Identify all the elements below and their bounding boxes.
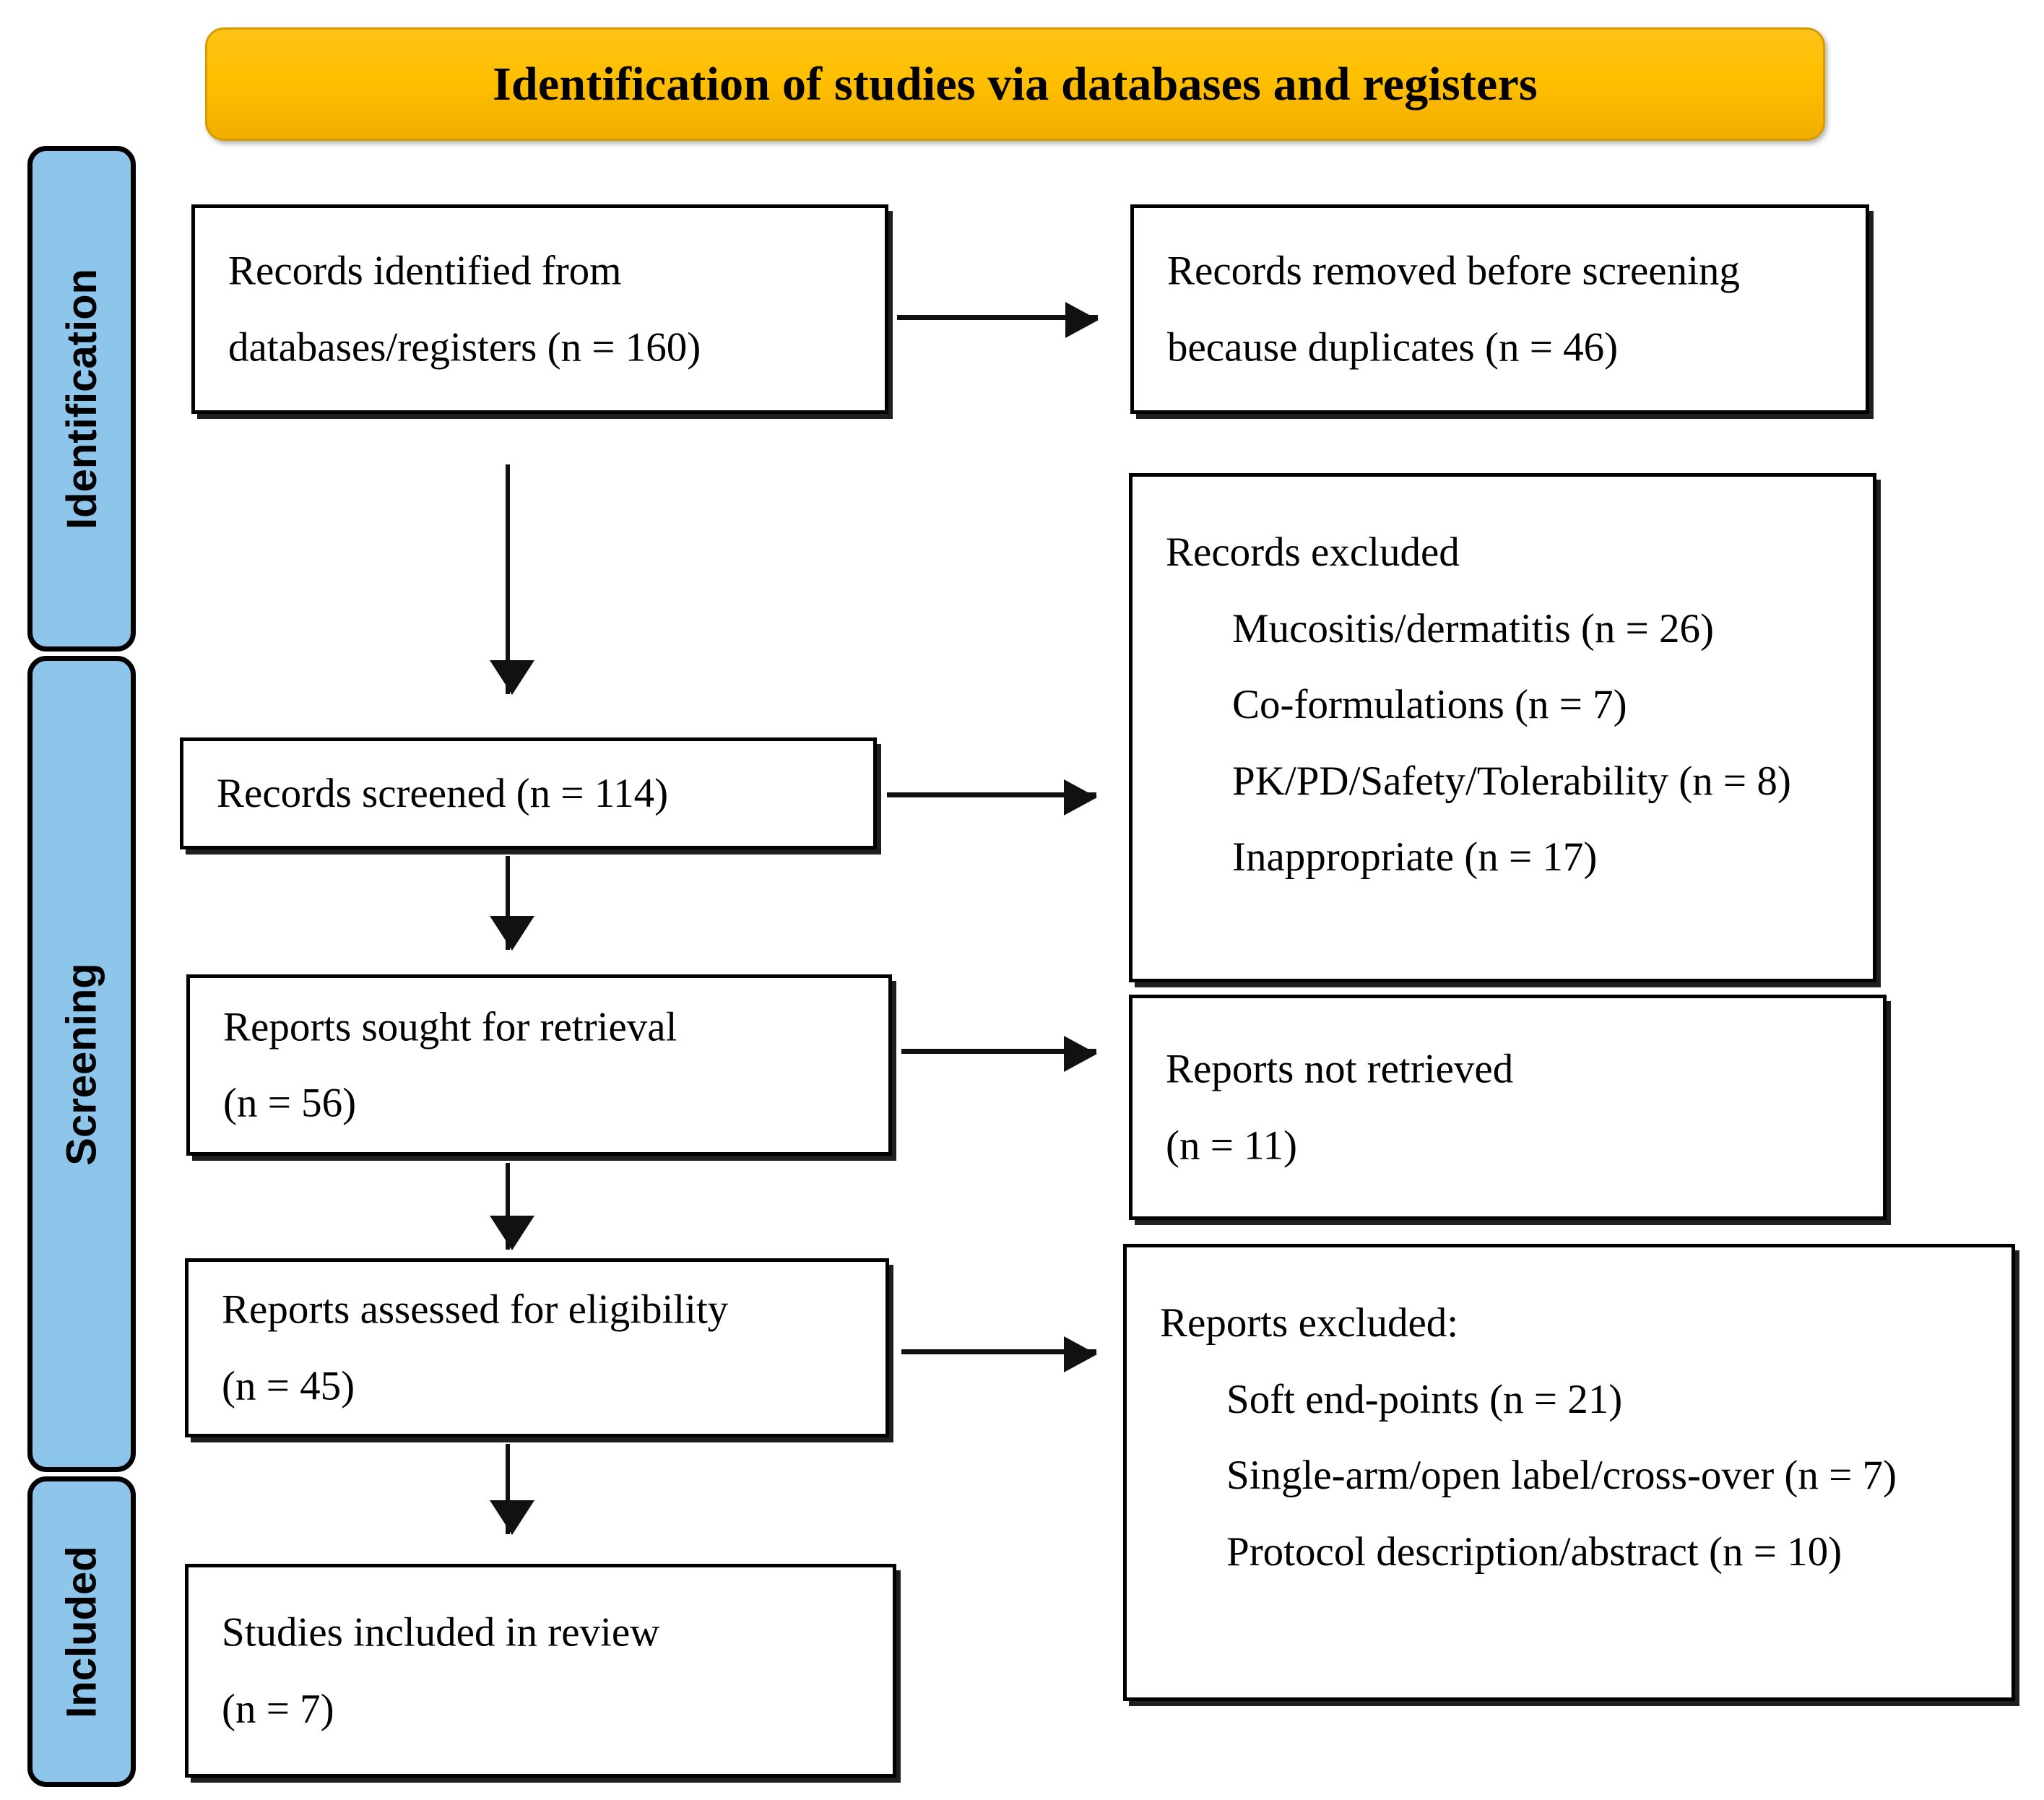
studies-included-line-1: Studies included in review (222, 1609, 660, 1656)
records-excluded-item-4: Inappropriate (n = 17) (1232, 834, 1598, 880)
box-reports-assessed: Reports assessed for eligibility (n = 45… (185, 1258, 889, 1437)
box-records-excluded: Records excluded Mucositis/dermatitis (n… (1129, 473, 1876, 982)
diagram-title: Identification of studies via databases … (493, 57, 1538, 111)
stage-bar-included: Included (27, 1476, 136, 1787)
arrow-sought-to-not-retrieved (901, 1036, 1097, 1072)
stage-label-screening: Screening (58, 962, 105, 1166)
arrow-identified-to-screened (490, 464, 534, 695)
reports-excluded-heading: Reports excluded: (1160, 1300, 1459, 1346)
box-reports-sought: Reports sought for retrieval (n = 56) (186, 974, 892, 1156)
box-records-removed: Records removed before screening because… (1130, 204, 1869, 414)
arrow-assessed-to-included (490, 1444, 534, 1535)
arrow-assessed-to-reports-excluded (901, 1336, 1097, 1372)
reports-not-retrieved-line-1: Reports not retrieved (1166, 1046, 1514, 1092)
reports-excluded-item-2: Single-arm/open label/cross-over (n = 7) (1226, 1453, 1897, 1499)
records-identified-line-2: databases/registers (n = 160) (228, 324, 701, 370)
records-removed-line-2: because duplicates (n = 46) (1167, 324, 1619, 370)
records-identified-line-1: Records identified from (228, 248, 622, 294)
records-removed-line-1: Records removed before screening (1167, 248, 1740, 294)
records-excluded-item-1: Mucositis/dermatitis (n = 26) (1232, 605, 1714, 652)
reports-not-retrieved-line-2: (n = 11) (1166, 1122, 1297, 1168)
box-reports-not-retrieved: Reports not retrieved (n = 11) (1129, 995, 1887, 1220)
reports-assessed-line-2: (n = 45) (222, 1363, 355, 1409)
stage-bar-identification: Identification (27, 146, 136, 652)
stage-label-identification: Identification (58, 268, 105, 529)
records-excluded-heading: Records excluded (1166, 529, 1460, 575)
records-excluded-item-2: Co-formulations (n = 7) (1232, 682, 1627, 728)
box-records-identified: Records identified from databases/regist… (191, 204, 888, 414)
arrow-sought-to-assessed (490, 1163, 534, 1250)
studies-included-line-2: (n = 7) (222, 1686, 334, 1731)
stage-bar-screening: Screening (27, 656, 136, 1472)
reports-assessed-line-1: Reports assessed for eligibility (222, 1286, 729, 1333)
reports-sought-line-1: Reports sought for retrieval (223, 1003, 677, 1050)
records-excluded-item-3: PK/PD/Safety/Tolerability (n = 8) (1232, 758, 1791, 804)
records-screened-line-1: Records screened (n = 114) (217, 770, 669, 816)
box-records-screened: Records screened (n = 114) (180, 737, 877, 849)
box-studies-included: Studies included in review (n = 7) (185, 1564, 896, 1778)
arrow-identified-to-removed (897, 302, 1099, 338)
stage-label-included: Included (58, 1545, 105, 1718)
arrow-screened-to-excluded (887, 779, 1097, 815)
box-reports-excluded: Reports excluded: Soft end-points (n = 2… (1123, 1244, 2015, 1701)
reports-sought-line-2: (n = 56) (223, 1080, 357, 1126)
reports-excluded-item-3: Protocol description/abstract (n = 10) (1226, 1528, 1842, 1575)
arrow-screened-to-sought (490, 856, 534, 951)
diagram-header-banner: Identification of studies via databases … (205, 27, 1825, 141)
reports-excluded-item-1: Soft end-points (n = 21) (1226, 1376, 1623, 1422)
